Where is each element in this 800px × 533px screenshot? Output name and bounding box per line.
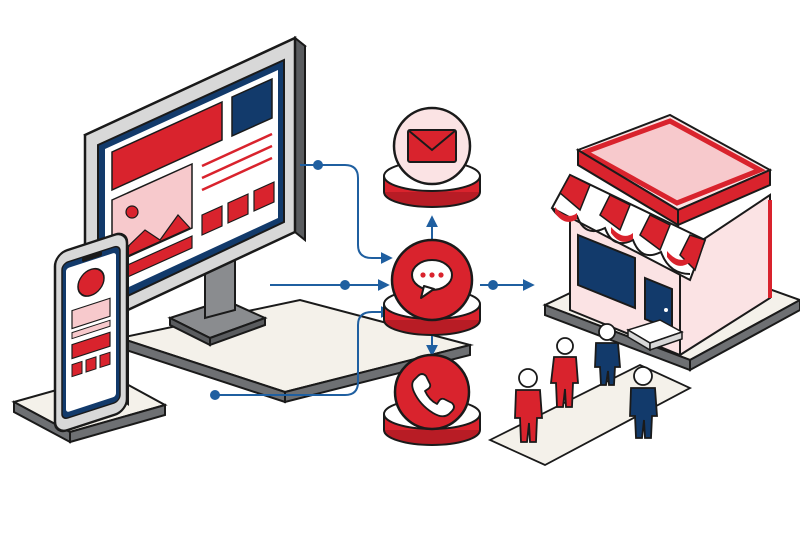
awning (550, 173, 707, 282)
person-red-back (549, 337, 579, 408)
smartphone-icon (53, 232, 131, 433)
chat-bubble-icon (411, 259, 453, 299)
people-icon (514, 323, 658, 443)
person-navy-back (594, 323, 621, 386)
storefront-icon (550, 113, 773, 357)
person-navy-front (629, 366, 658, 439)
person-red-front (514, 368, 543, 443)
connector-dots (210, 160, 498, 400)
envelope-icon (407, 129, 457, 163)
call-badge (383, 353, 481, 446)
desktop-monitor-icon (83, 35, 307, 347)
telephone-icon (411, 373, 455, 418)
chat-badge (383, 238, 481, 336)
email-badge (383, 106, 481, 208)
channel-connectors (215, 164, 535, 396)
